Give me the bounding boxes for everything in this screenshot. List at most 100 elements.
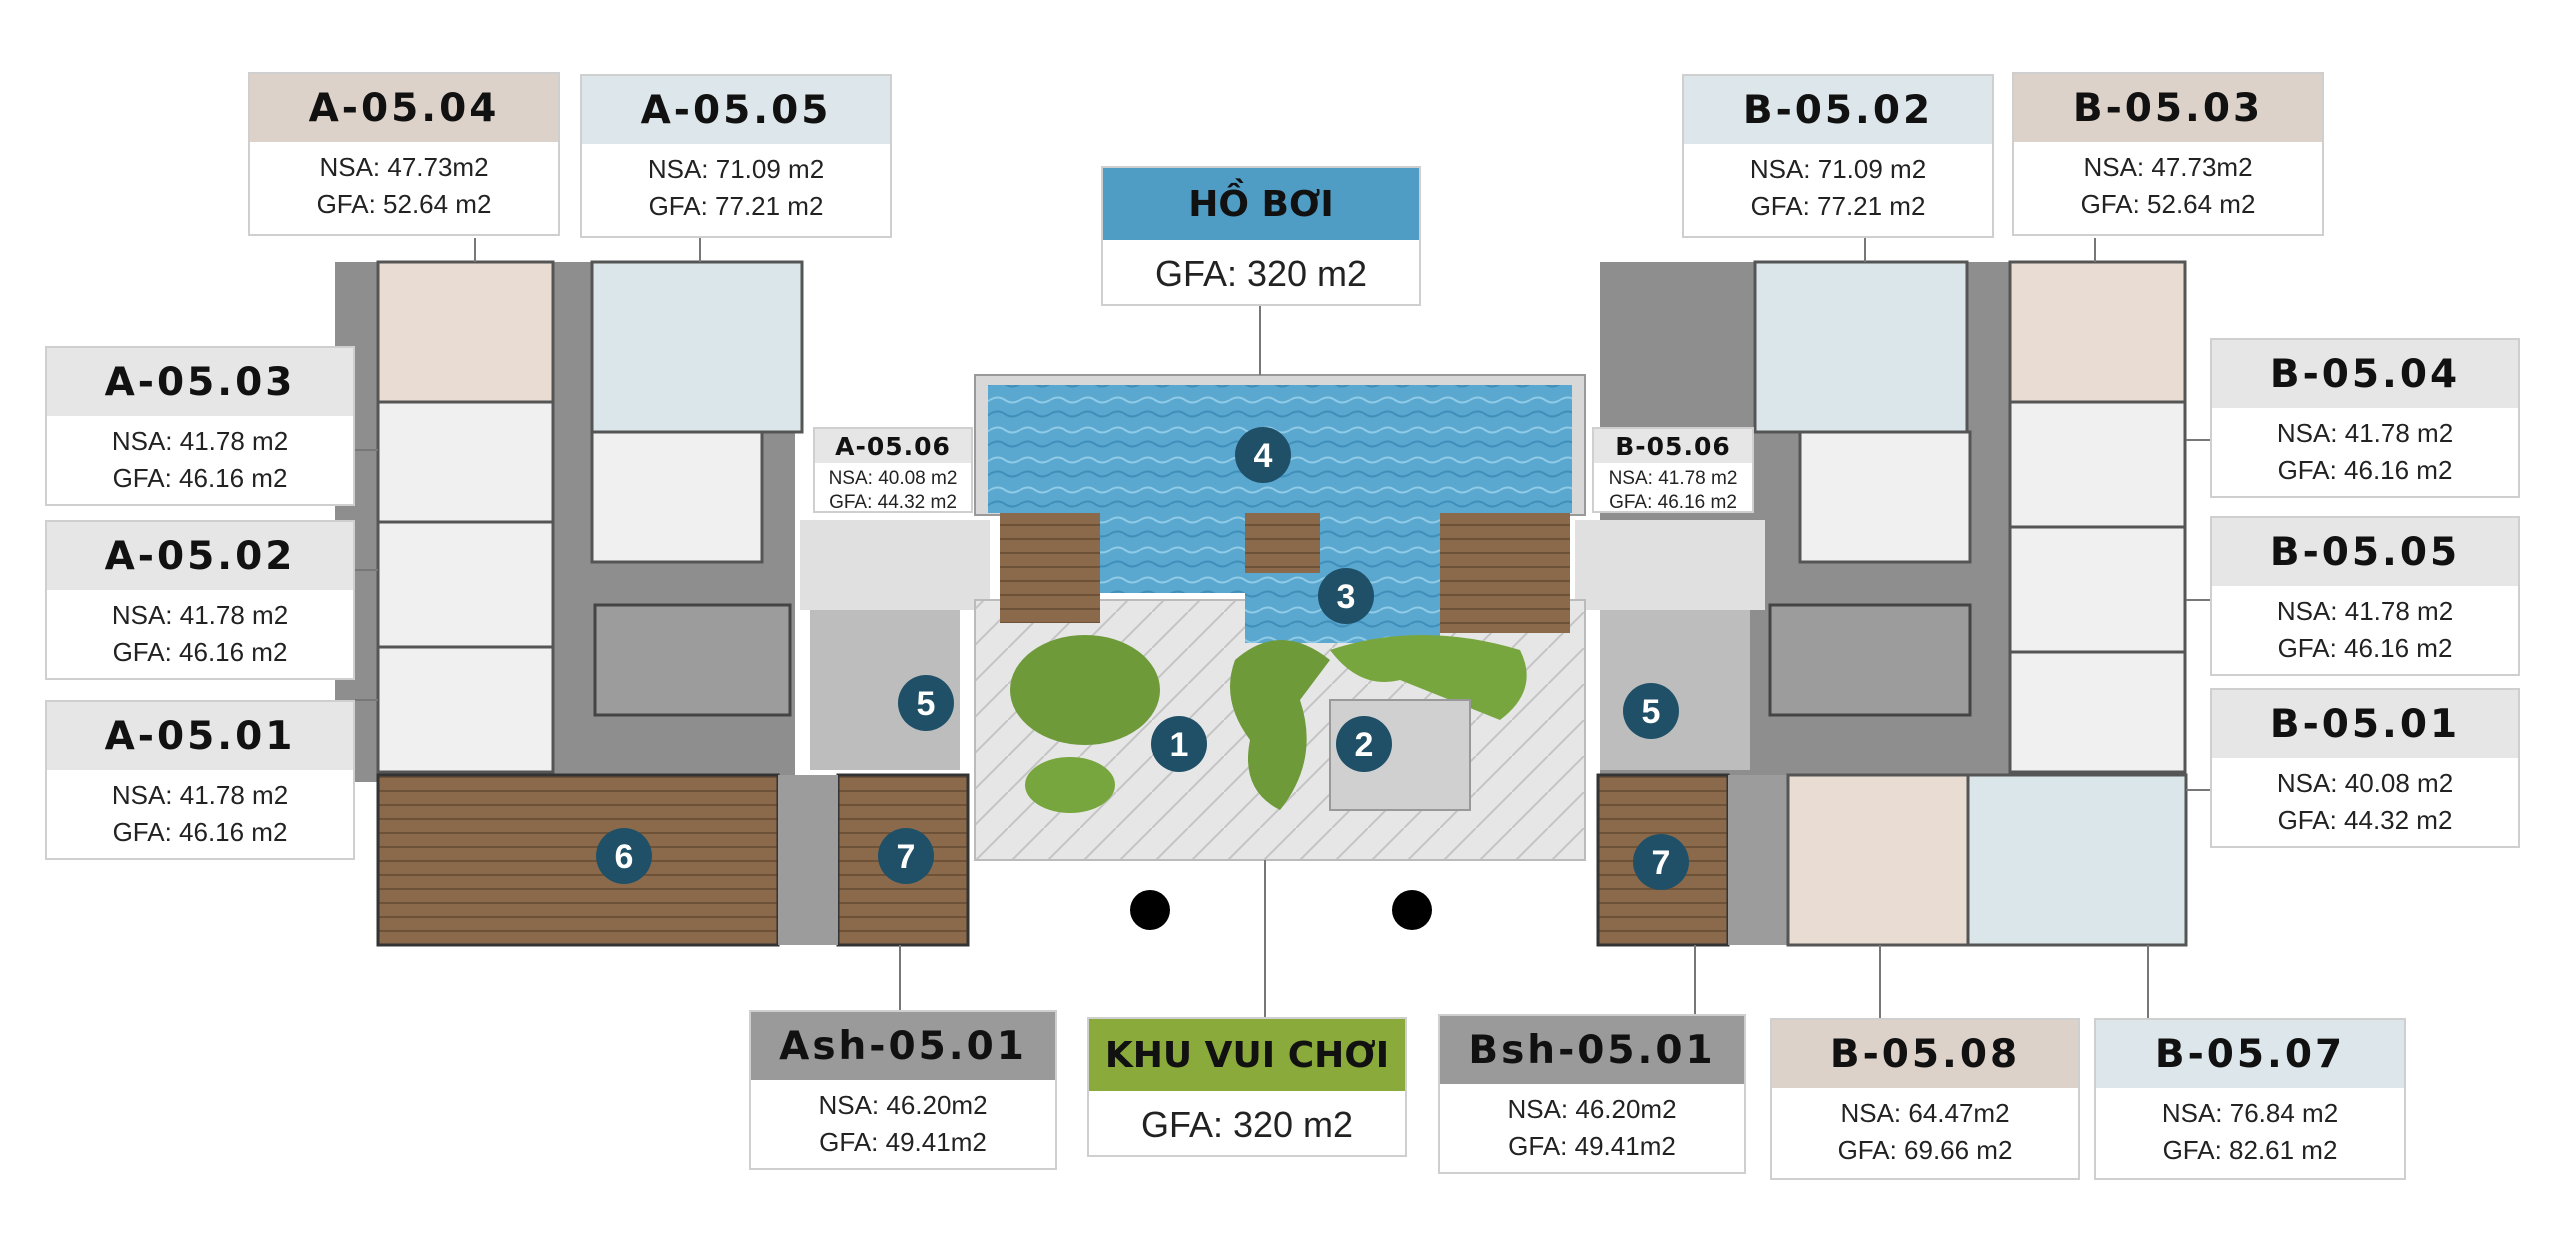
marker-3-label: 3 bbox=[1337, 578, 1356, 616]
deck-right bbox=[1440, 513, 1570, 633]
unit-nsa: NSA: 40.08 m2 bbox=[828, 468, 958, 489]
unit-nsa: NSA: 47.73m2 bbox=[319, 152, 489, 182]
marker-4: 4 bbox=[1235, 427, 1291, 483]
unit-name: B-05.03 bbox=[2014, 74, 2322, 142]
unit-card-a0505: A-05.05 NSA: 71.09 m2 GFA: 77.21 m2 bbox=[580, 74, 892, 238]
unit-nsa: NSA: 46.20m2 bbox=[1507, 1094, 1677, 1124]
unit-name: B-05.08 bbox=[1772, 1020, 2078, 1088]
unit-a0502-plan bbox=[376, 520, 555, 649]
unit-nsa: NSA: 71.09 m2 bbox=[647, 154, 825, 184]
unit-name: B-05.01 bbox=[2212, 690, 2518, 758]
unit-nsa: NSA: 76.84 m2 bbox=[2161, 1098, 2339, 1128]
unit-nsa: NSA: 41.78 m2 bbox=[111, 780, 289, 810]
marker-2: 2 bbox=[1336, 716, 1392, 772]
marker-7-right-label: 7 bbox=[1652, 844, 1671, 882]
unit-name: A-05.02 bbox=[47, 522, 353, 590]
unit-gfa: GFA: 44.32 m2 bbox=[2277, 805, 2453, 835]
unit-gfa: GFA: 69.66 m2 bbox=[1837, 1135, 2013, 1165]
unit-b0504-plan bbox=[2008, 400, 2187, 529]
unit-name: Bsh-05.01 bbox=[1440, 1016, 1744, 1084]
gym-floor bbox=[376, 773, 780, 947]
deck-left bbox=[1000, 513, 1100, 623]
deck-center bbox=[1245, 513, 1320, 573]
unit-name: B-05.06 bbox=[1594, 429, 1752, 463]
marker-7-left: 7 bbox=[878, 828, 934, 884]
stair-core-b bbox=[1768, 603, 1972, 717]
unit-a0503-plan bbox=[376, 400, 555, 524]
marker-5-right-label: 5 bbox=[1642, 693, 1661, 731]
unit-name: Ash-05.01 bbox=[751, 1012, 1055, 1080]
unit-a0504-plan bbox=[376, 260, 555, 404]
unit-gfa: GFA: 44.32 m2 bbox=[829, 492, 957, 513]
unit-gfa: GFA: 82.61 m2 bbox=[2162, 1135, 2338, 1165]
marker-6: 6 bbox=[596, 828, 652, 884]
unit-gfa: GFA: 77.21 m2 bbox=[1750, 191, 1926, 221]
marker-1: 1 bbox=[1151, 716, 1207, 772]
unit-card-b0507: B-05.07 NSA: 76.84 m2 GFA: 82.61 m2 bbox=[2094, 1018, 2406, 1180]
garden-center bbox=[1230, 640, 1330, 810]
pool-gfa: GFA: 320 m2 bbox=[1154, 253, 1368, 294]
unit-nsa: NSA: 64.47m2 bbox=[1840, 1098, 2010, 1128]
stair-a-bottom bbox=[778, 775, 838, 945]
marker-1-label: 1 bbox=[1170, 726, 1189, 764]
unit-nsa: NSA: 41.78 m2 bbox=[111, 426, 289, 456]
marker-3: 3 bbox=[1318, 568, 1374, 624]
unit-gfa: GFA: 46.16 m2 bbox=[112, 463, 288, 493]
lamp-1 bbox=[1130, 890, 1170, 930]
unit-name: A-05.01 bbox=[47, 702, 353, 770]
playground-name: KHU VUI CHƠI bbox=[1089, 1019, 1405, 1091]
unit-nsa: NSA: 47.73m2 bbox=[2083, 152, 2253, 182]
unit-name: A-05.05 bbox=[582, 76, 890, 144]
unit-nsa: NSA: 46.20m2 bbox=[818, 1090, 988, 1120]
stair-core-a bbox=[593, 603, 792, 717]
pool-card: HỒ BƠI GFA: 320 m2 bbox=[1101, 166, 1421, 306]
leader-lines bbox=[355, 238, 2210, 1020]
marker-5-right: 5 bbox=[1623, 683, 1679, 739]
unit-gfa: GFA: 52.64 m2 bbox=[2080, 189, 2256, 219]
unit-gfa: GFA: 46.16 m2 bbox=[2277, 455, 2453, 485]
marker-7-left-label: 7 bbox=[897, 838, 916, 876]
unit-card-b0501: B-05.01 NSA: 40.08 m2 GFA: 44.32 m2 bbox=[2210, 688, 2520, 848]
lamp-2 bbox=[1392, 890, 1432, 930]
unit-nsa: NSA: 40.08 m2 bbox=[2276, 768, 2454, 798]
unit-gfa: GFA: 46.16 m2 bbox=[2277, 633, 2453, 663]
lobby-a bbox=[800, 520, 990, 610]
garden-left bbox=[1010, 635, 1160, 745]
unit-name: B-05.04 bbox=[2212, 340, 2518, 408]
unit-b0506-plan bbox=[1798, 430, 1972, 564]
marker-2-label: 2 bbox=[1355, 726, 1374, 764]
unit-gfa: GFA: 77.21 m2 bbox=[648, 191, 824, 221]
unit-gfa: GFA: 46.16 m2 bbox=[1609, 492, 1737, 513]
lobby-b bbox=[1575, 520, 1765, 610]
unit-b0508-plan bbox=[1786, 773, 1970, 947]
unit-card-a0506: A-05.06 NSA: 40.08 m2 GFA: 44.32 m2 bbox=[813, 427, 973, 513]
unit-name: A-05.04 bbox=[250, 74, 558, 142]
unit-gfa: GFA: 49.41m2 bbox=[819, 1127, 987, 1157]
lounge-b bbox=[1600, 610, 1750, 770]
unit-b0502-plan bbox=[1753, 260, 1969, 434]
marker-5-left: 5 bbox=[898, 675, 954, 731]
unit-card-a0501: A-05.01 NSA: 41.78 m2 GFA: 46.16 m2 bbox=[45, 700, 355, 860]
unit-name: A-05.06 bbox=[815, 429, 971, 463]
unit-gfa: GFA: 46.16 m2 bbox=[112, 817, 288, 847]
garden-left-small bbox=[1025, 757, 1115, 813]
unit-nsa: NSA: 41.78 m2 bbox=[2276, 596, 2454, 626]
unit-gfa: GFA: 46.16 m2 bbox=[112, 637, 288, 667]
marker-7-right: 7 bbox=[1633, 834, 1689, 890]
pool-name: HỒ BƠI bbox=[1103, 168, 1419, 240]
unit-name: B-05.07 bbox=[2096, 1020, 2404, 1088]
garden-right bbox=[1330, 635, 1527, 720]
unit-nsa: NSA: 71.09 m2 bbox=[1749, 154, 1927, 184]
marker-6-label: 6 bbox=[615, 838, 634, 876]
unit-a0501-plan bbox=[376, 645, 555, 774]
unit-b0503-plan bbox=[2008, 260, 2187, 404]
